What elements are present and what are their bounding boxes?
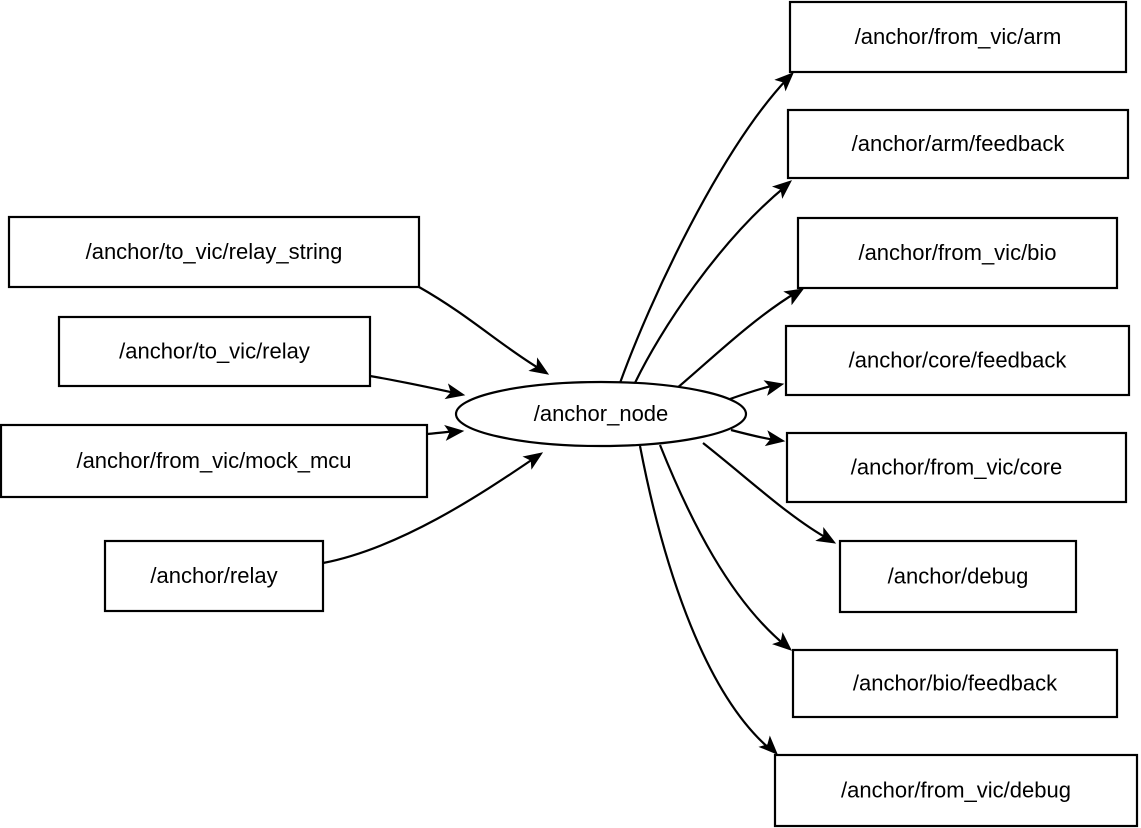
edge-anchor_node-to-debug	[702, 442, 831, 541]
node-from_vic_debug[interactable]: /anchor/from_vic/debug	[773, 753, 1139, 828]
node-label: /anchor/arm/feedback	[852, 131, 1066, 156]
edge-to_vic_relay-to-anchor_node	[369, 374, 456, 395]
edge-anchor_node-to-arm_feedback	[633, 185, 787, 386]
node-label: /anchor/to_vic/relay	[119, 338, 310, 363]
publisher-topics-layer: /anchor/to_vic/relay_string/anchor/to_vi…	[0, 215, 429, 613]
arrowhead-icon	[763, 380, 785, 396]
node-label: /anchor/from_vic/mock_mcu	[76, 448, 351, 473]
arrowhead-icon	[764, 430, 786, 447]
node-label: /anchor/bio/feedback	[853, 670, 1058, 695]
subscriber-topic-box[interactable]	[784, 324, 1131, 397]
node-label: /anchor/from_vic/core	[851, 454, 1063, 479]
node-from_vic_core[interactable]: /anchor/from_vic/core	[785, 431, 1128, 504]
subscriber-topic-box[interactable]	[786, 108, 1130, 180]
node-to_vic_relay_string[interactable]: /anchor/to_vic/relay_string	[7, 215, 421, 289]
edge-relay-to-anchor_node	[322, 458, 534, 565]
center-node-label: /anchor_node	[534, 401, 669, 426]
node-relay[interactable]: /anchor/relay	[103, 539, 325, 613]
arrowhead-icon	[444, 383, 466, 400]
center-node-layer: /anchor_node	[454, 380, 748, 448]
arrowhead-icon	[522, 452, 544, 470]
node-from_vic_bio[interactable]: /anchor/from_vic/bio	[796, 216, 1119, 290]
node-to_vic_relay[interactable]: /anchor/to_vic/relay	[57, 315, 372, 388]
node-debug[interactable]: /anchor/debug	[838, 539, 1078, 614]
publisher-topic-box[interactable]	[57, 315, 372, 388]
publisher-topic-box[interactable]	[7, 215, 421, 289]
subscriber-topic-box[interactable]	[791, 648, 1119, 719]
node-label: /anchor/from_vic/debug	[841, 777, 1071, 802]
edge-anchor_node-to-bio_feedback	[658, 444, 787, 647]
edge-anchor_node-to-from_vic_bio	[670, 291, 798, 394]
node-label: /anchor/from_vic/bio	[858, 240, 1056, 265]
node-label: /anchor/from_vic/arm	[855, 24, 1062, 49]
node-core_feedback[interactable]: /anchor/core/feedback	[784, 324, 1131, 397]
publisher-topic-box[interactable]	[0, 423, 429, 499]
node-label: /anchor/relay	[150, 563, 277, 588]
subscriber-topic-box[interactable]	[788, 0, 1128, 74]
arrowhead-icon	[772, 632, 792, 651]
subscriber-topic-box[interactable]	[773, 753, 1139, 828]
node-label: /anchor/debug	[888, 563, 1029, 588]
node-from_vic_arm[interactable]: /anchor/from_vic/arm	[788, 0, 1128, 74]
arrowhead-icon	[758, 735, 778, 755]
arrowhead-icon	[528, 357, 550, 375]
publisher-topic-box[interactable]	[103, 539, 325, 613]
node-from_vic_mock_mcu[interactable]: /anchor/from_vic/mock_mcu	[0, 423, 429, 499]
node-anchor_node[interactable]: /anchor_node	[454, 380, 748, 448]
arrowhead-icon	[774, 72, 794, 92]
node-label: /anchor/to_vic/relay_string	[86, 239, 343, 264]
node-arm_feedback[interactable]: /anchor/arm/feedback	[786, 108, 1130, 180]
edge-anchor_node-to-from_vic_arm	[618, 77, 789, 384]
edges-layer	[322, 77, 831, 751]
node-bio_feedback[interactable]: /anchor/bio/feedback	[791, 648, 1119, 719]
subscriber-topic-box[interactable]	[785, 431, 1128, 504]
node-label: /anchor/core/feedback	[849, 347, 1068, 372]
arrowhead-icon	[771, 180, 793, 199]
subscriber-topic-box[interactable]	[838, 539, 1078, 614]
arrowhead-icon	[815, 526, 837, 544]
arrowhead-icon	[783, 288, 805, 306]
edge-to_vic_relay_string-to-anchor_node	[418, 286, 541, 370]
arrowheads-layer	[444, 72, 837, 755]
arrowhead-icon	[444, 424, 465, 441]
subscriber-topics-layer: /anchor/from_vic/arm/anchor/arm/feedback…	[773, 0, 1139, 828]
edge-anchor_node-to-from_vic_debug	[638, 445, 772, 751]
subscriber-topic-box[interactable]	[796, 216, 1119, 290]
center-node-ellipse[interactable]	[454, 380, 748, 448]
